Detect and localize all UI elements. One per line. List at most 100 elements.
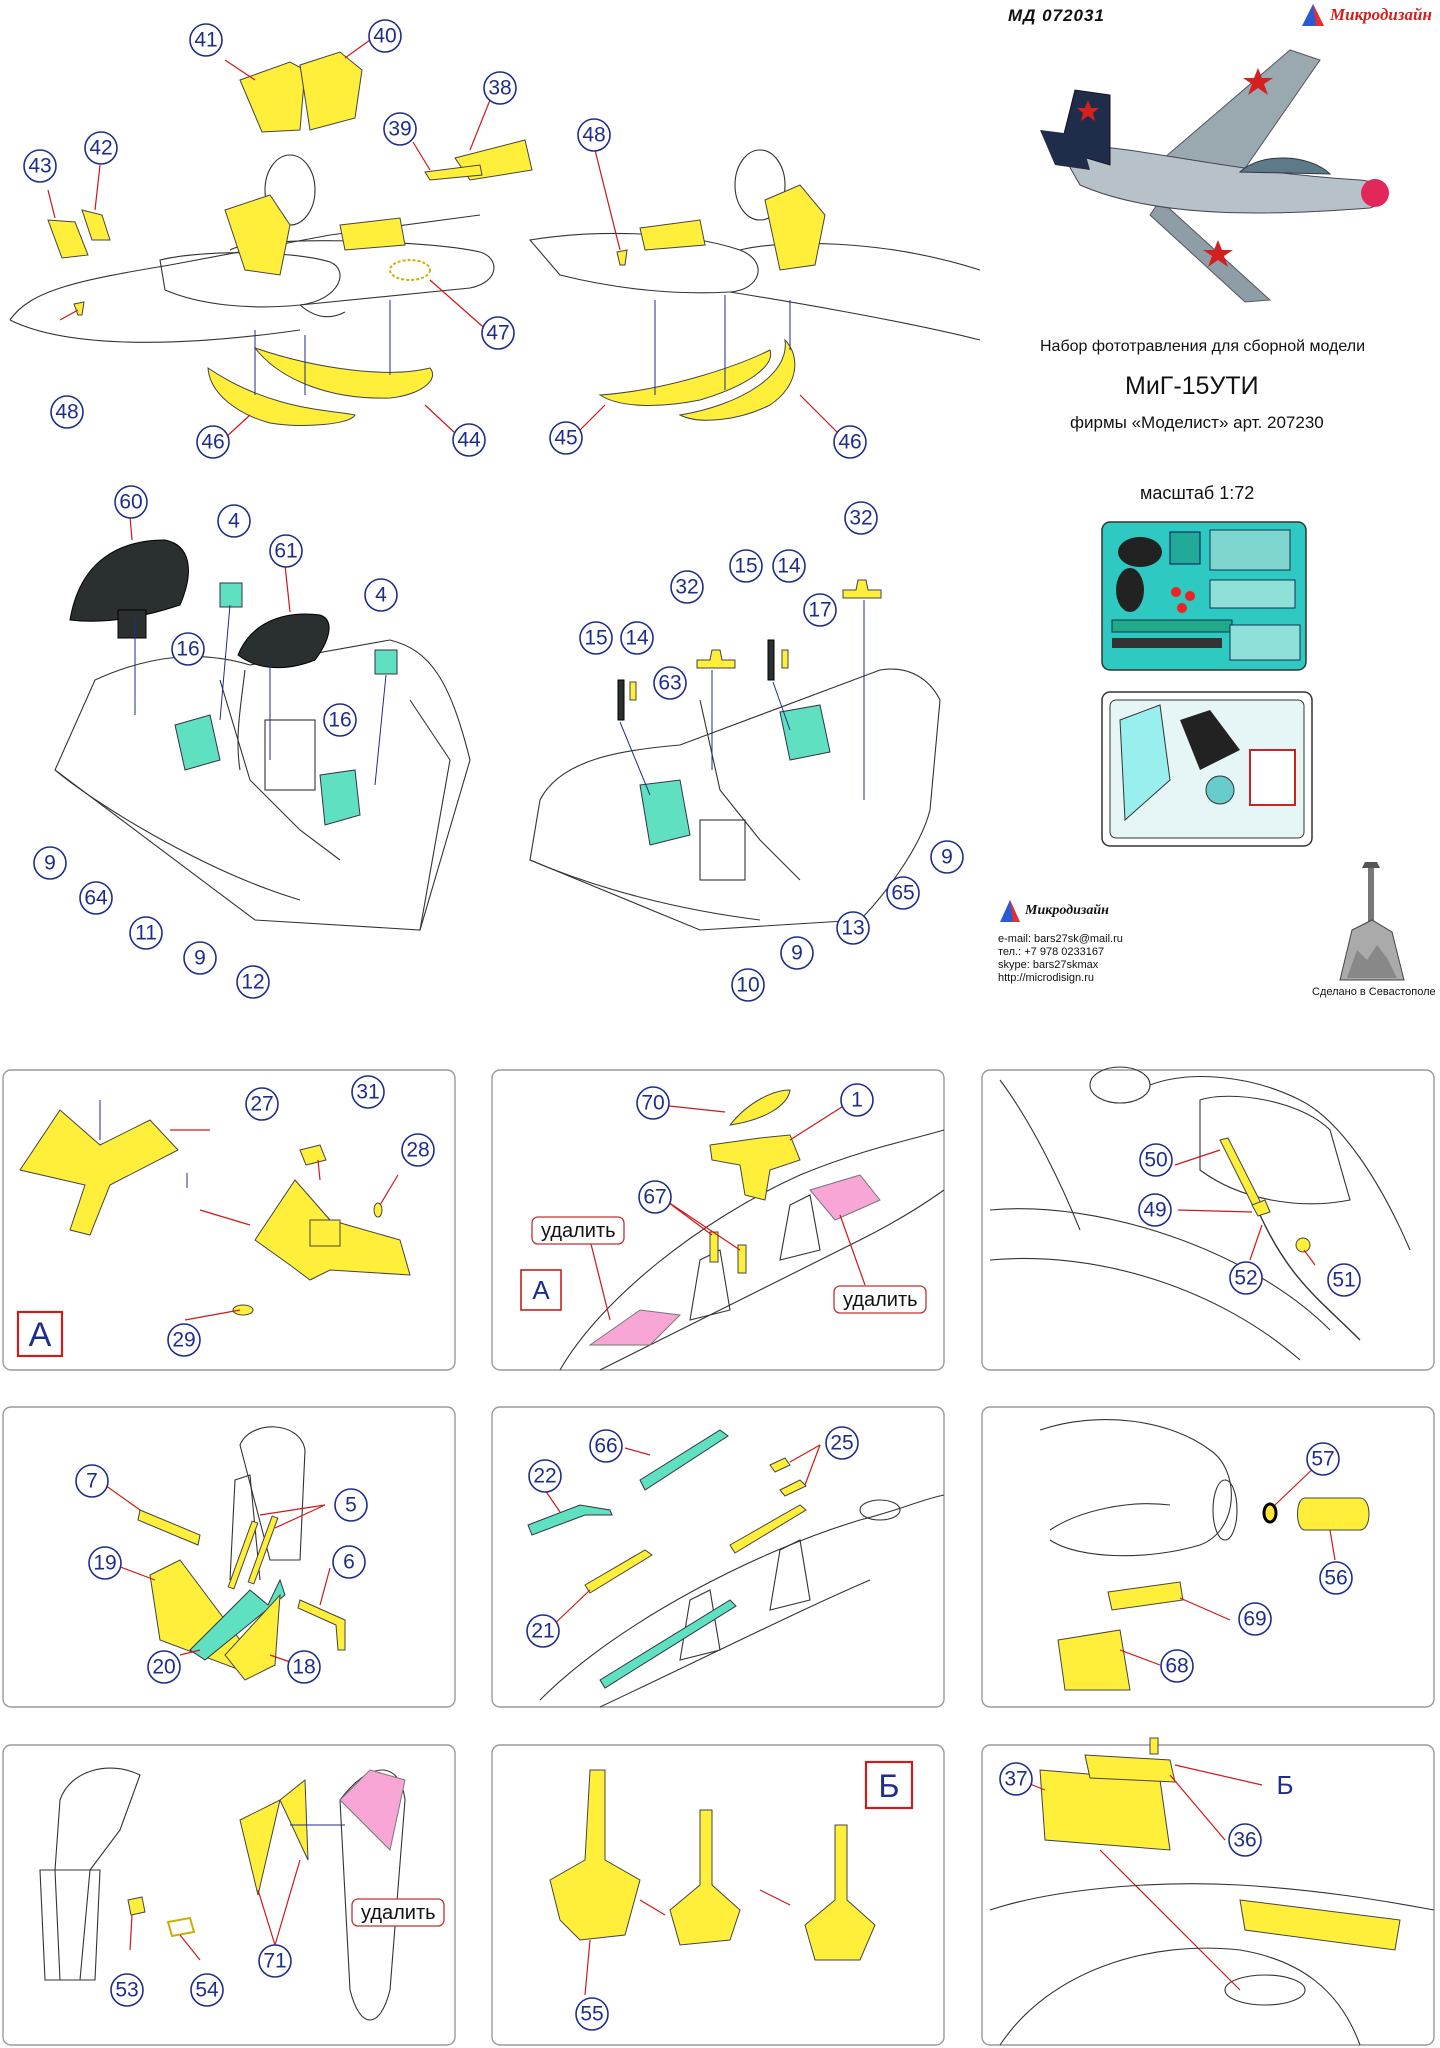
part-53 [127, 1896, 146, 1916]
svg-text:46: 46 [838, 431, 861, 454]
svg-text:16: 16 [328, 709, 351, 732]
contacts-phone: тел.: +7 978 0233167 [998, 946, 1105, 958]
callout-16: 16 [171, 632, 205, 666]
callout-64: 64 [79, 881, 113, 915]
callout-37: 37 [999, 1762, 1033, 1796]
step-panel-4 [2, 1406, 456, 1708]
brand-logo-icon [1302, 4, 1324, 26]
svg-text:14: 14 [625, 627, 649, 650]
model-name: МиГ-15УТИ [1125, 372, 1259, 400]
red-star-icon [1243, 68, 1273, 95]
svg-text:66: 66 [594, 1435, 617, 1458]
part-55-small [1149, 1737, 1159, 1755]
callout-63: 63 [653, 666, 687, 700]
callouts-panel-3: 50 49 52 51 [1138, 1143, 1361, 1297]
callouts-gear-left: 41 40 38 39 43 42 47 48 46 44 [23, 19, 517, 459]
kit-code: МД 072031 [1008, 6, 1105, 25]
part-20 [189, 1578, 286, 1661]
callout-25: 25 [825, 1426, 859, 1460]
callout-13: 13 [836, 911, 870, 945]
part-44 [253, 346, 433, 399]
part-27 [19, 1109, 179, 1236]
part-55-fold-2 [804, 1824, 876, 1961]
svg-text:32: 32 [675, 576, 698, 599]
callout-28: 28 [401, 1133, 435, 1167]
callout-65: 65 [886, 876, 920, 910]
step-panel-6 [981, 1406, 1435, 1708]
callout-56: 56 [1319, 1561, 1353, 1595]
aircraft-illustration [1040, 49, 1389, 303]
callout-40: 40 [368, 19, 402, 53]
svg-text:49: 49 [1143, 1199, 1166, 1222]
svg-text:11: 11 [135, 922, 157, 945]
contacts-email: e-mail: bars27sk@mail.ru [998, 933, 1123, 945]
callout-27: 27 [245, 1087, 279, 1121]
part-15 [617, 679, 625, 721]
part-1 [709, 1134, 801, 1201]
svg-text:14: 14 [777, 555, 801, 578]
part-47 [389, 259, 431, 281]
svg-text:54: 54 [195, 1979, 219, 2002]
svg-text:16: 16 [176, 638, 199, 661]
part-60 [69, 539, 189, 622]
remove-label-2: удалить [833, 1285, 927, 1314]
callout-38: 38 [483, 71, 517, 105]
gear-bay-right-view [528, 149, 981, 436]
callout-9b: 9 [183, 941, 217, 975]
part-4 [219, 582, 243, 608]
callout-21: 21 [526, 1614, 560, 1648]
part-gear-door-1 [224, 194, 291, 276]
callout-10: 10 [731, 968, 765, 1002]
part-43 [47, 219, 89, 259]
ref-a-box-2 [520, 1269, 562, 1311]
gear-bay-left-view [9, 39, 533, 439]
part-45 [598, 349, 772, 406]
part-31 [299, 1144, 327, 1166]
contacts-block: e-mail: bars27sk@mail.ru тел.: +7 978 02… [998, 933, 1123, 985]
part-57 [1262, 1502, 1278, 1524]
callout-32: 32 [844, 501, 878, 535]
svg-text:47: 47 [486, 322, 509, 345]
contacts-logo: Микродизайн [998, 898, 1109, 924]
svg-text:43: 43 [28, 155, 51, 178]
callout-22: 22 [528, 1459, 562, 1493]
callouts-gear-right: 48 45 46 [549, 118, 867, 459]
svg-text:4: 4 [375, 584, 387, 607]
contacts-web[interactable]: http://microdisign.ru [998, 972, 1094, 984]
callout-48: 48 [50, 395, 84, 429]
callout-66: 66 [589, 1429, 623, 1463]
step-panel-3 [981, 1066, 1435, 1371]
contacts-skype: skype: bars27skmax [998, 959, 1099, 971]
callout-6: 6 [332, 1545, 366, 1579]
callout-7: 7 [75, 1464, 109, 1498]
part-68 [1057, 1629, 1131, 1691]
svg-text:21: 21 [531, 1620, 554, 1643]
svg-text:56: 56 [1324, 1567, 1347, 1590]
ref-b-box [864, 1760, 914, 1810]
step-panel-9 [981, 1737, 1435, 2046]
callout-60: 60 [114, 485, 148, 519]
callout-70: 70 [636, 1086, 670, 1120]
ref-b-letter-2: Б [1276, 1770, 1293, 1800]
callout-41: 41 [189, 23, 223, 57]
callout-4: 4 [217, 504, 251, 538]
part-5b [247, 1515, 279, 1585]
callout-67: 67 [638, 1180, 672, 1214]
callout-51: 51 [1327, 1263, 1361, 1297]
part-41 [239, 61, 306, 133]
callout-52: 52 [1229, 1261, 1263, 1295]
callout-42: 42 [84, 131, 118, 165]
part-22 [527, 1504, 613, 1536]
remove-area-fin [339, 1769, 406, 1852]
part-46 [207, 367, 356, 426]
callout-17: 17 [803, 593, 837, 627]
callout-61: 61 [269, 534, 303, 568]
part-46-r [678, 338, 796, 421]
svg-text:25: 25 [830, 1432, 853, 1455]
svg-text:63: 63 [658, 672, 681, 695]
svg-text:45: 45 [554, 427, 577, 450]
callout-20: 20 [147, 1650, 181, 1684]
svg-text:4: 4 [228, 510, 240, 533]
step-panel-7 [2, 1744, 456, 2046]
part-71a [239, 1799, 281, 1896]
